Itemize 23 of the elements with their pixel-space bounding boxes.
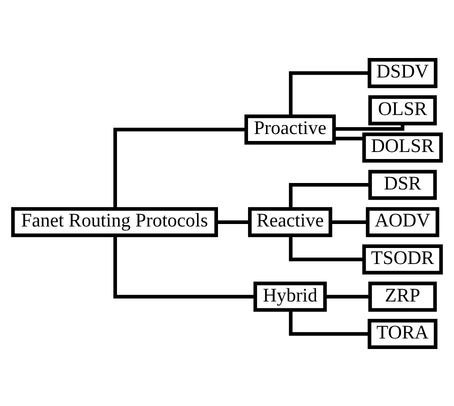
connector (113, 234, 256, 298)
connector (288, 310, 370, 336)
connector (330, 220, 368, 224)
connector (113, 127, 246, 208)
connector (288, 182, 370, 208)
node-box: Fanet Routing Protocols (11, 206, 218, 237)
node-box: Hybrid (253, 281, 327, 312)
node-box: ZRP (368, 281, 437, 312)
connector (288, 235, 364, 261)
node-box: DSDV (368, 58, 438, 88)
node-box: DSR (368, 169, 437, 200)
connector (288, 70, 370, 116)
connector (334, 136, 364, 140)
node-box: TORA (368, 318, 438, 348)
node-box: OLSR (368, 94, 437, 125)
node-box: AODV (366, 206, 440, 237)
node-box: Proactive (244, 114, 336, 144)
node-box: TSODR (362, 244, 443, 274)
connector (334, 123, 404, 130)
node-box: Reactive (248, 206, 332, 237)
node-box: DOLSR (362, 132, 443, 162)
connector (216, 220, 250, 224)
connector (325, 294, 370, 298)
